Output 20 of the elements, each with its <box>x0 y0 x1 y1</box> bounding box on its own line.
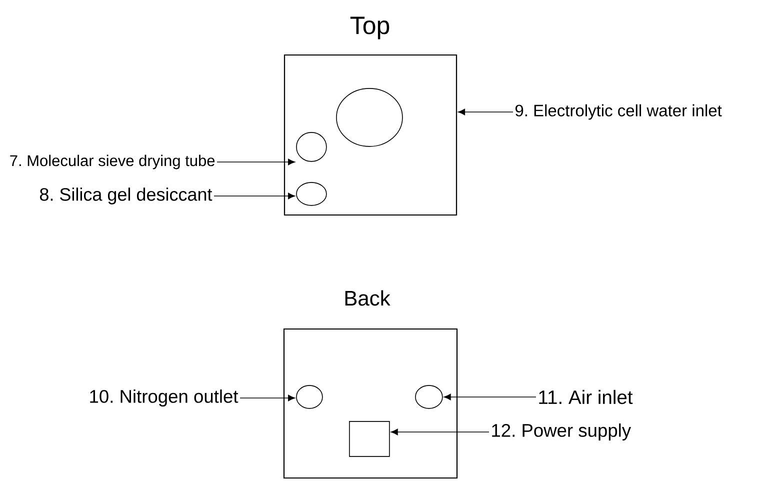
callout-label: 8. Silica gel desiccant <box>40 188 212 204</box>
leader-arrow <box>390 428 490 436</box>
leader-arrow <box>214 192 296 200</box>
leader-arrow <box>216 158 296 166</box>
callout-label: 11. Air inlet <box>539 390 633 404</box>
leader-arrow <box>444 394 536 400</box>
view-title: Back <box>345 290 390 306</box>
port-circle <box>296 182 327 206</box>
port-circle <box>336 88 403 147</box>
port-circle <box>296 132 327 162</box>
callout-label: 7. Molecular sieve drying tube <box>10 154 215 170</box>
port-square <box>349 421 390 457</box>
port-circle <box>415 385 443 409</box>
callout-label: 9. Electrolytic cell water inlet <box>515 104 722 120</box>
port-circle <box>296 385 323 409</box>
leader-arrow <box>458 108 514 116</box>
callout-label: 12. Power supply <box>492 423 631 441</box>
view-title: Top <box>350 16 390 40</box>
callout-label: 10. Nitrogen outlet <box>90 389 238 407</box>
leader-arrow <box>240 394 296 402</box>
